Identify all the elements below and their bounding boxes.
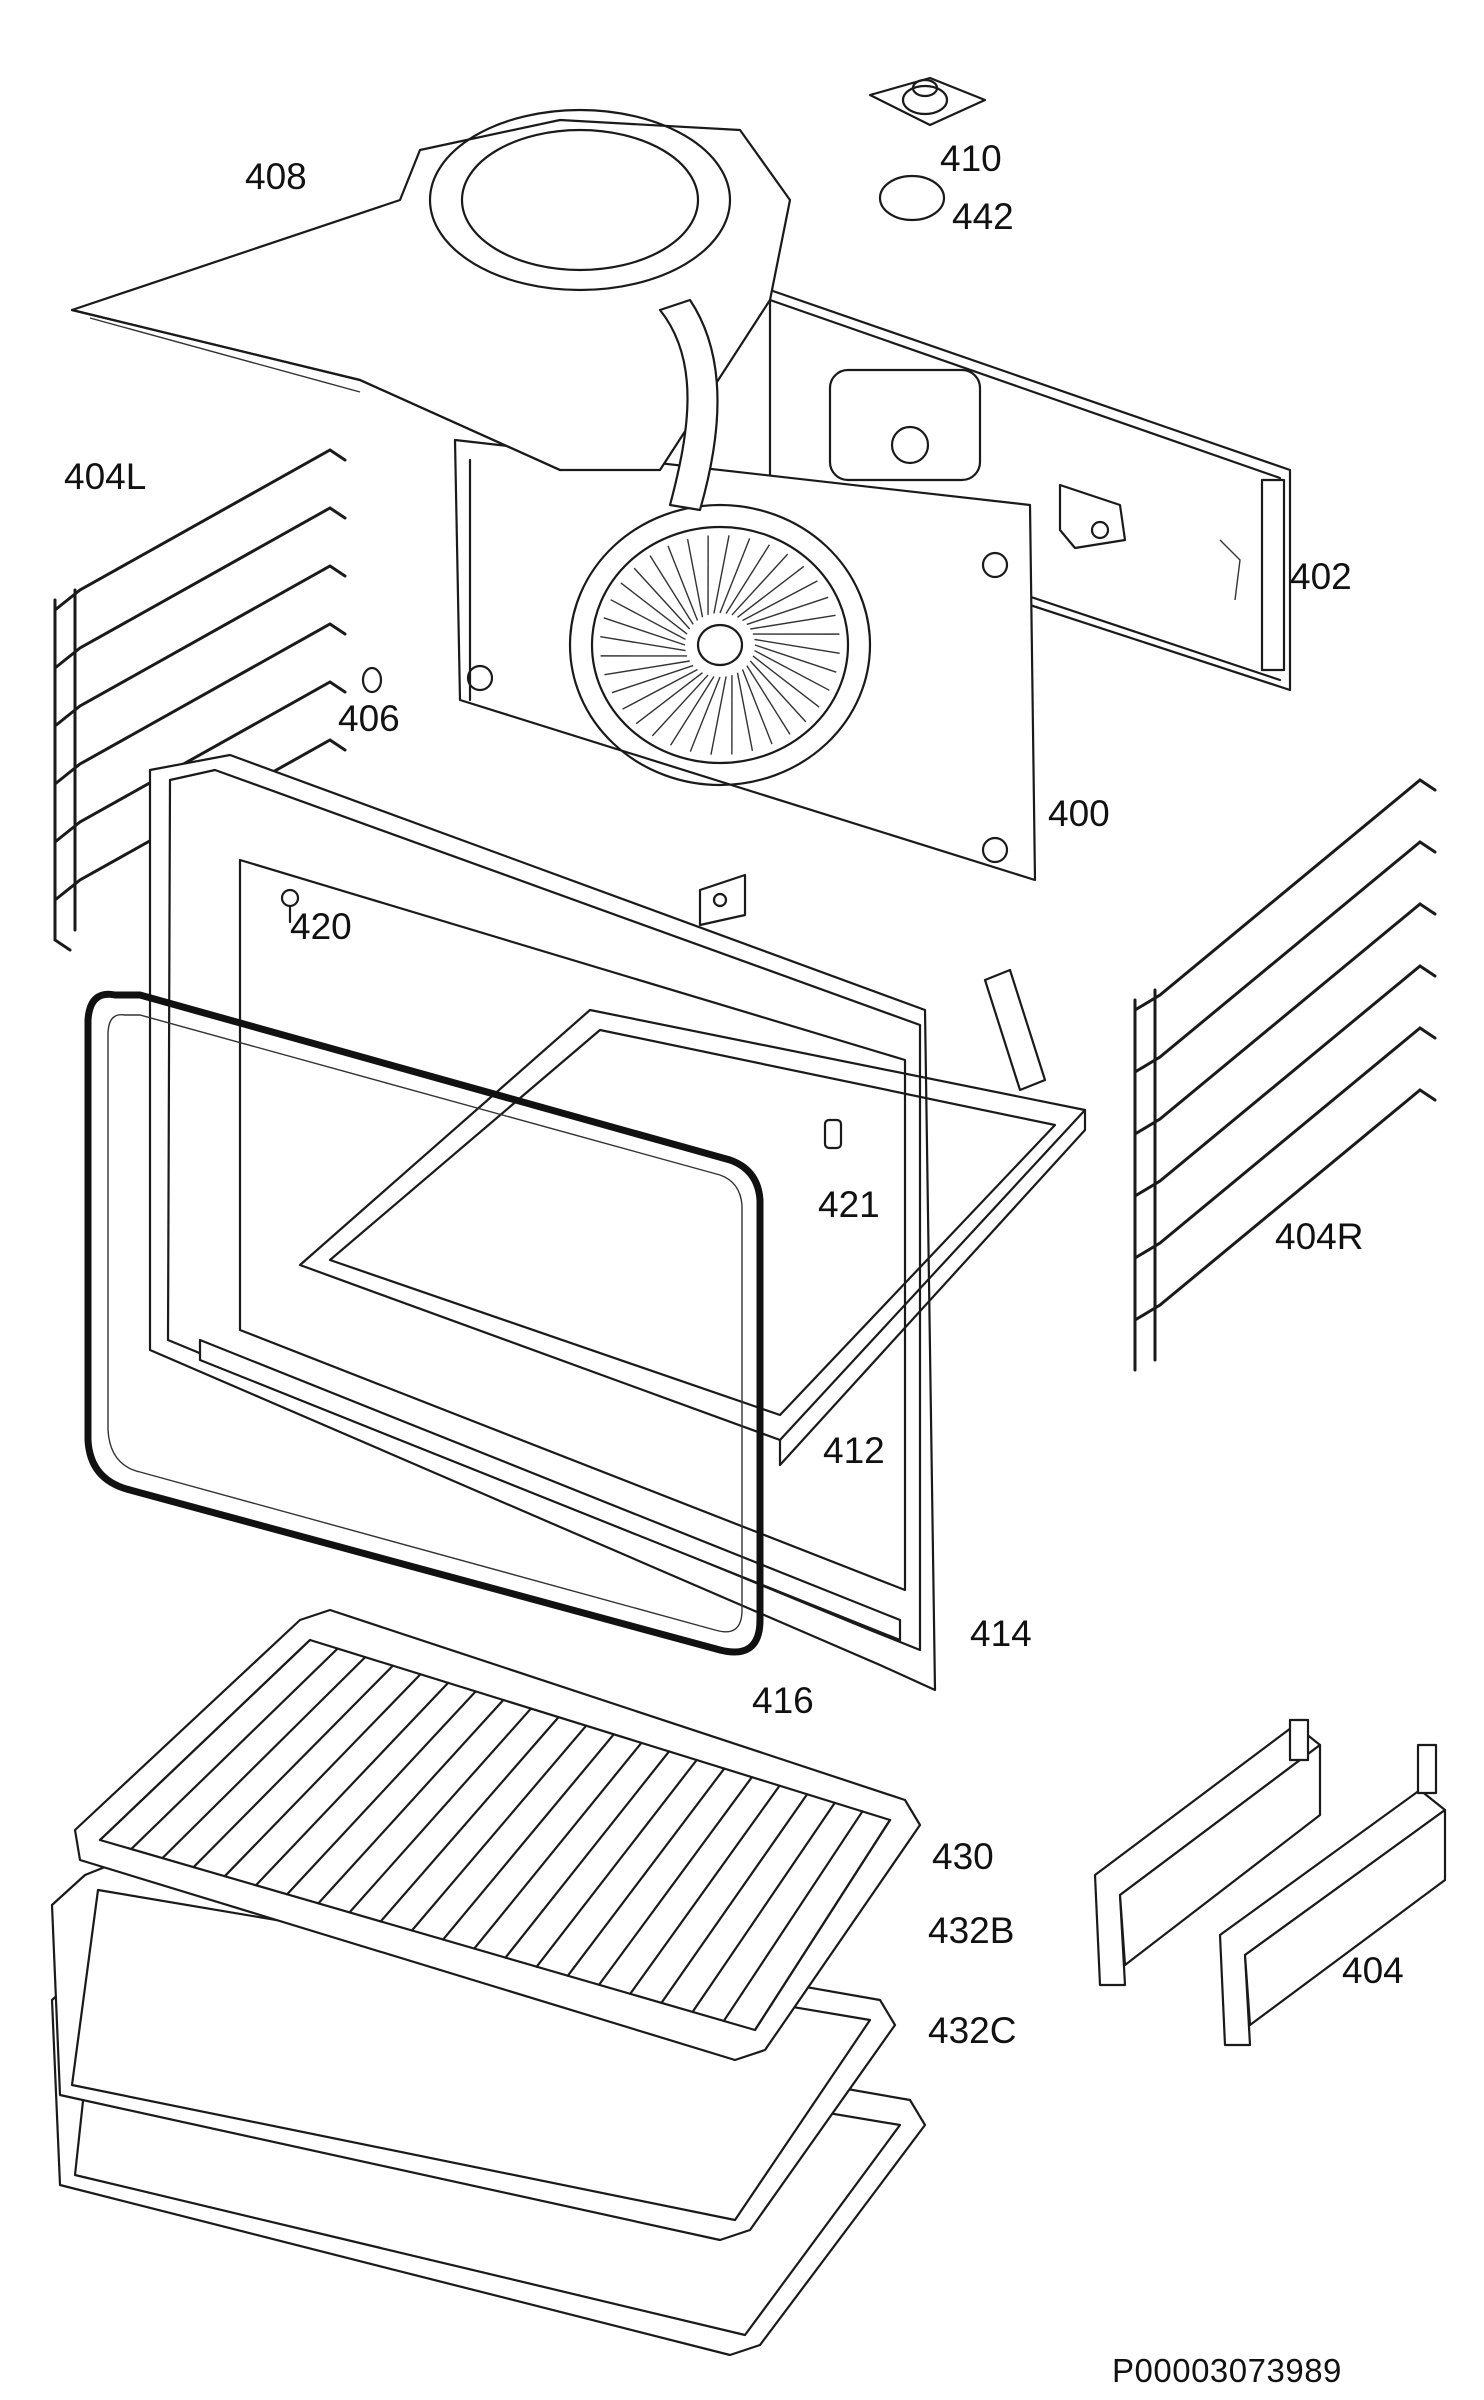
part-404-runner-right — [1218, 1743, 1447, 2047]
label-400: 400 — [1048, 793, 1110, 834]
label-432c: 432C — [928, 2010, 1017, 2051]
part-430-wire-grid — [73, 1608, 922, 2062]
label-442: 442 — [952, 196, 1014, 237]
label-420: 420 — [290, 906, 352, 947]
part-404-runner-left — [1093, 1718, 1322, 1987]
part-416-door-seal — [84, 990, 764, 1656]
label-402: 402 — [1290, 556, 1352, 597]
part-408-top-cover — [70, 108, 792, 512]
part-410-motor — [868, 76, 987, 127]
part-414-oven-cavity — [148, 753, 937, 1692]
label-404: 404 — [1342, 1950, 1404, 1991]
label-430: 430 — [932, 1836, 994, 1877]
part-406-clip — [361, 666, 383, 694]
label-404l: 404L — [64, 456, 147, 497]
part-421-lamp — [823, 1118, 843, 1150]
label-414: 414 — [970, 1613, 1032, 1654]
part-404r-right-rack — [1133, 778, 1437, 1372]
part-442-disc — [878, 174, 946, 222]
label-410: 410 — [940, 138, 1002, 179]
part-420-screw — [280, 888, 300, 924]
label-432b: 432B — [928, 1910, 1015, 1951]
label-404r: 404R — [1275, 1216, 1364, 1257]
part-400-rear-panel — [453, 368, 1037, 882]
label-416: 416 — [752, 1680, 814, 1721]
label-406: 406 — [338, 698, 400, 739]
reference-number: P00003073989 — [1112, 2352, 1342, 2389]
label-412: 412 — [823, 1430, 885, 1471]
label-408: 408 — [245, 156, 307, 197]
label-421: 421 — [818, 1184, 880, 1225]
